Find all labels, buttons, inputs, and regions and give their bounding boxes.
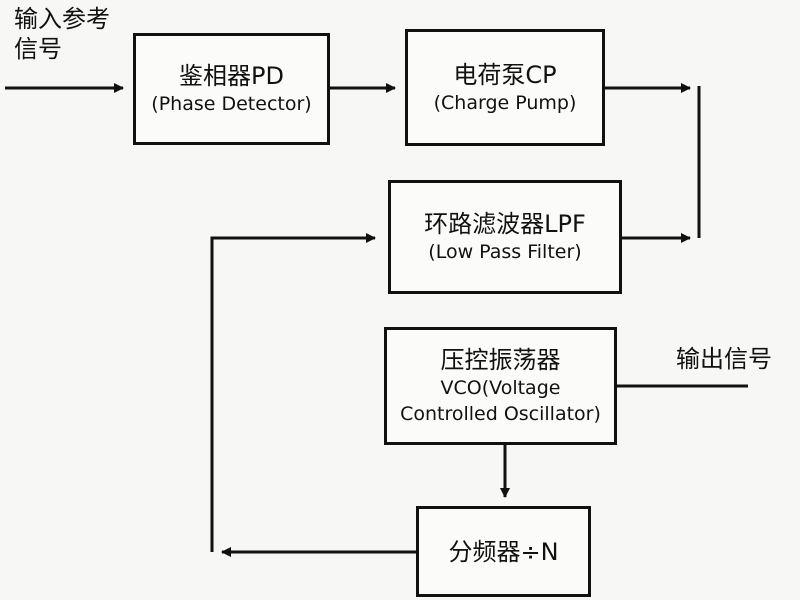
charge-pump-block: 电荷泵CP (Charge Pump) [405,29,605,146]
feedback-into-lpf-arrow [210,233,376,552]
vco-title: 压控振荡器 [440,346,561,374]
vco-block: 压控振荡器 VCO(Voltage Controlled Oscillator) [384,327,617,445]
loop-filter-title: 环路滤波器LPF [424,210,586,238]
phase-detector-block: 鉴相器PD (Phase Detector) [133,33,330,145]
phase-detector-title: 鉴相器PD [179,62,284,90]
charge-pump-title: 电荷泵CP [453,60,557,89]
loop-filter-subtitle: (Low Pass Filter) [428,241,582,263]
vco-subtitle-line2: Controlled Oscillator) [400,403,601,425]
charge-pump-subtitle: (Charge Pump) [433,91,577,114]
frequency-divider-title: 分频器÷N [448,537,559,566]
loop-filter-block: 环路滤波器LPF (Low Pass Filter) [388,180,622,294]
input-signal-label: 输入参考信号 [14,5,110,63]
output-signal-label: 输出信号 [676,345,772,373]
frequency-divider-block: 分频器÷N [416,506,591,597]
phase-detector-subtitle: (Phase Detector) [151,93,312,115]
vco-subtitle-line1: VCO(Voltage [440,377,561,399]
